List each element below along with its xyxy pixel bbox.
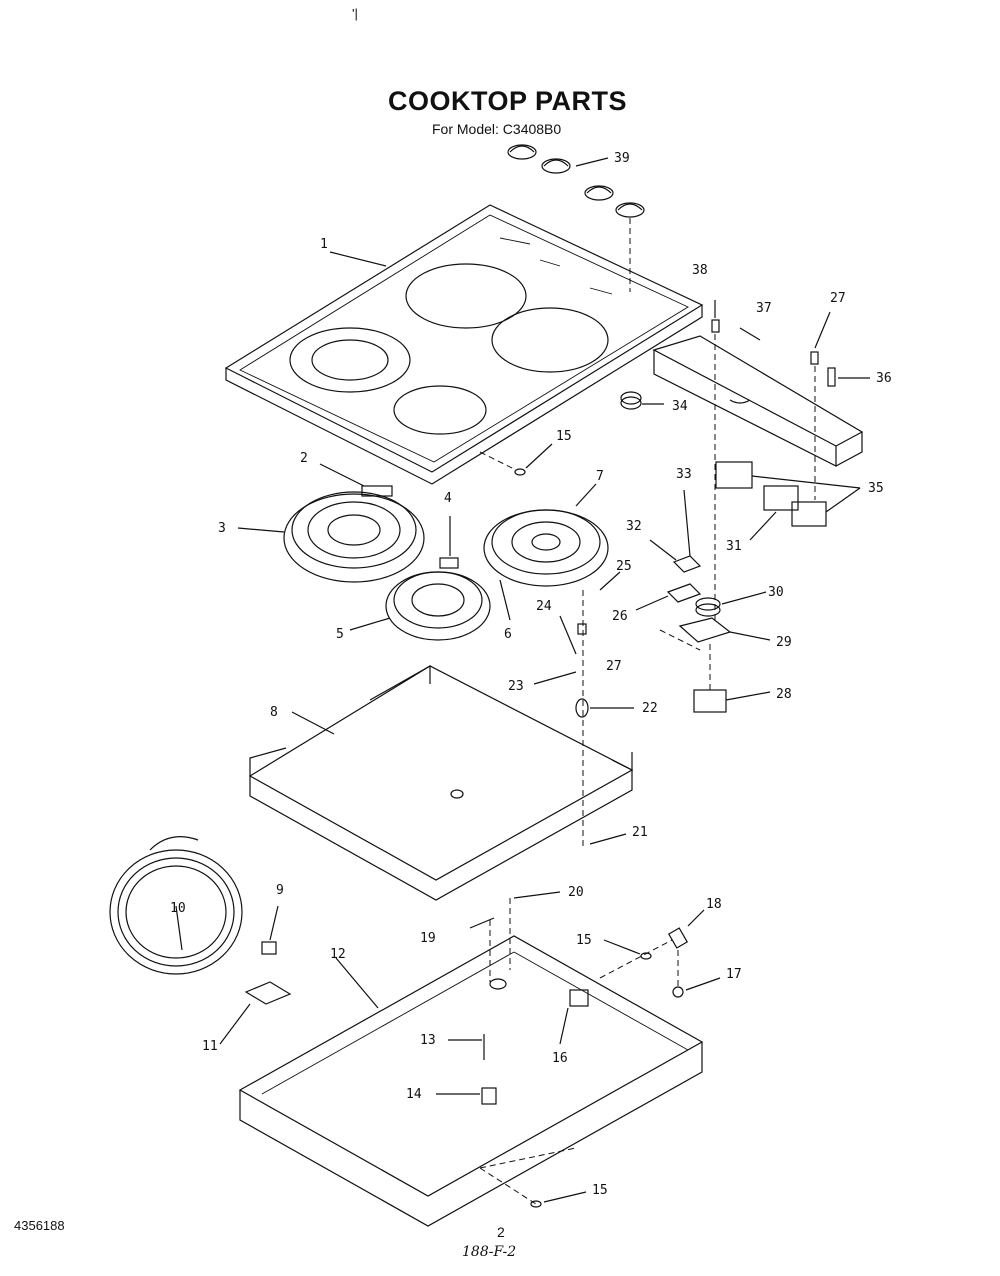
callout-33: 33 bbox=[676, 467, 692, 482]
radiant-elements bbox=[237, 463, 609, 641]
callout-18: 18 bbox=[706, 897, 722, 912]
callout-15-bottom: 15 bbox=[592, 1183, 608, 1198]
callout-26: 26 bbox=[612, 609, 628, 624]
page-title: COOKTOP PARTS bbox=[388, 86, 628, 116]
callout-6: 6 bbox=[504, 627, 512, 642]
callout-15-pan: 15 bbox=[576, 933, 592, 948]
callout-27-lower: 27 bbox=[606, 659, 622, 674]
handwritten-code: 188-F-2 bbox=[462, 1244, 517, 1260]
callout-7: 7 bbox=[596, 469, 604, 484]
callout-21: 21 bbox=[632, 825, 648, 840]
callout-24: 24 bbox=[536, 599, 552, 614]
callout-5: 5 bbox=[336, 627, 344, 642]
callout-32: 32 bbox=[626, 519, 642, 534]
callout-37: 37 bbox=[756, 301, 772, 316]
bracket-screws bbox=[620, 300, 870, 620]
small-hardware bbox=[533, 489, 771, 850]
callout-2: 2 bbox=[300, 451, 308, 466]
callout-labels: 1 2 3 4 5 6 7 8 9 10 11 12 13 14 15 15 1… bbox=[170, 151, 892, 1198]
page-number: 2 bbox=[497, 1224, 505, 1240]
power-cord bbox=[109, 836, 292, 1045]
control-bracket bbox=[652, 327, 864, 467]
glass-cooktop bbox=[224, 204, 704, 485]
model-subtitle: For Model: C3408B0 bbox=[432, 121, 562, 137]
callout-3: 3 bbox=[218, 521, 226, 536]
callout-30: 30 bbox=[768, 585, 784, 600]
callout-35: 35 bbox=[868, 481, 884, 496]
callout-36: 36 bbox=[876, 371, 892, 386]
callout-15-upper: 15 bbox=[556, 429, 572, 444]
callout-17: 17 bbox=[726, 967, 742, 982]
callout-8: 8 bbox=[270, 705, 278, 720]
top-mark: '| bbox=[352, 6, 358, 21]
screw-15-upper bbox=[479, 443, 553, 476]
callout-13: 13 bbox=[420, 1033, 436, 1048]
infinite-switches bbox=[715, 461, 861, 541]
control-knobs bbox=[507, 144, 645, 292]
bottom-pan bbox=[238, 891, 704, 1227]
callout-20: 20 bbox=[568, 885, 584, 900]
callout-38: 38 bbox=[692, 263, 708, 278]
callout-1: 1 bbox=[320, 237, 328, 252]
callout-14: 14 bbox=[406, 1087, 422, 1102]
callout-22: 22 bbox=[642, 701, 658, 716]
callout-10: 10 bbox=[170, 901, 186, 916]
callout-16: 16 bbox=[552, 1051, 568, 1066]
callout-31: 31 bbox=[726, 539, 742, 554]
callout-25: 25 bbox=[616, 559, 632, 574]
callout-23: 23 bbox=[508, 679, 524, 694]
callout-29: 29 bbox=[776, 635, 792, 650]
burner-box bbox=[248, 664, 634, 901]
callout-27-upper: 27 bbox=[830, 291, 846, 306]
callout-11: 11 bbox=[202, 1039, 218, 1054]
callout-19: 19 bbox=[420, 931, 436, 946]
doc-number: 4356188 bbox=[14, 1218, 65, 1233]
callout-9: 9 bbox=[276, 883, 284, 898]
callout-12: 12 bbox=[330, 947, 346, 962]
callout-34: 34 bbox=[672, 399, 688, 414]
callout-39: 39 bbox=[614, 151, 630, 166]
callout-28: 28 bbox=[776, 687, 792, 702]
callout-4: 4 bbox=[444, 491, 452, 506]
pan-hardware bbox=[599, 909, 721, 998]
